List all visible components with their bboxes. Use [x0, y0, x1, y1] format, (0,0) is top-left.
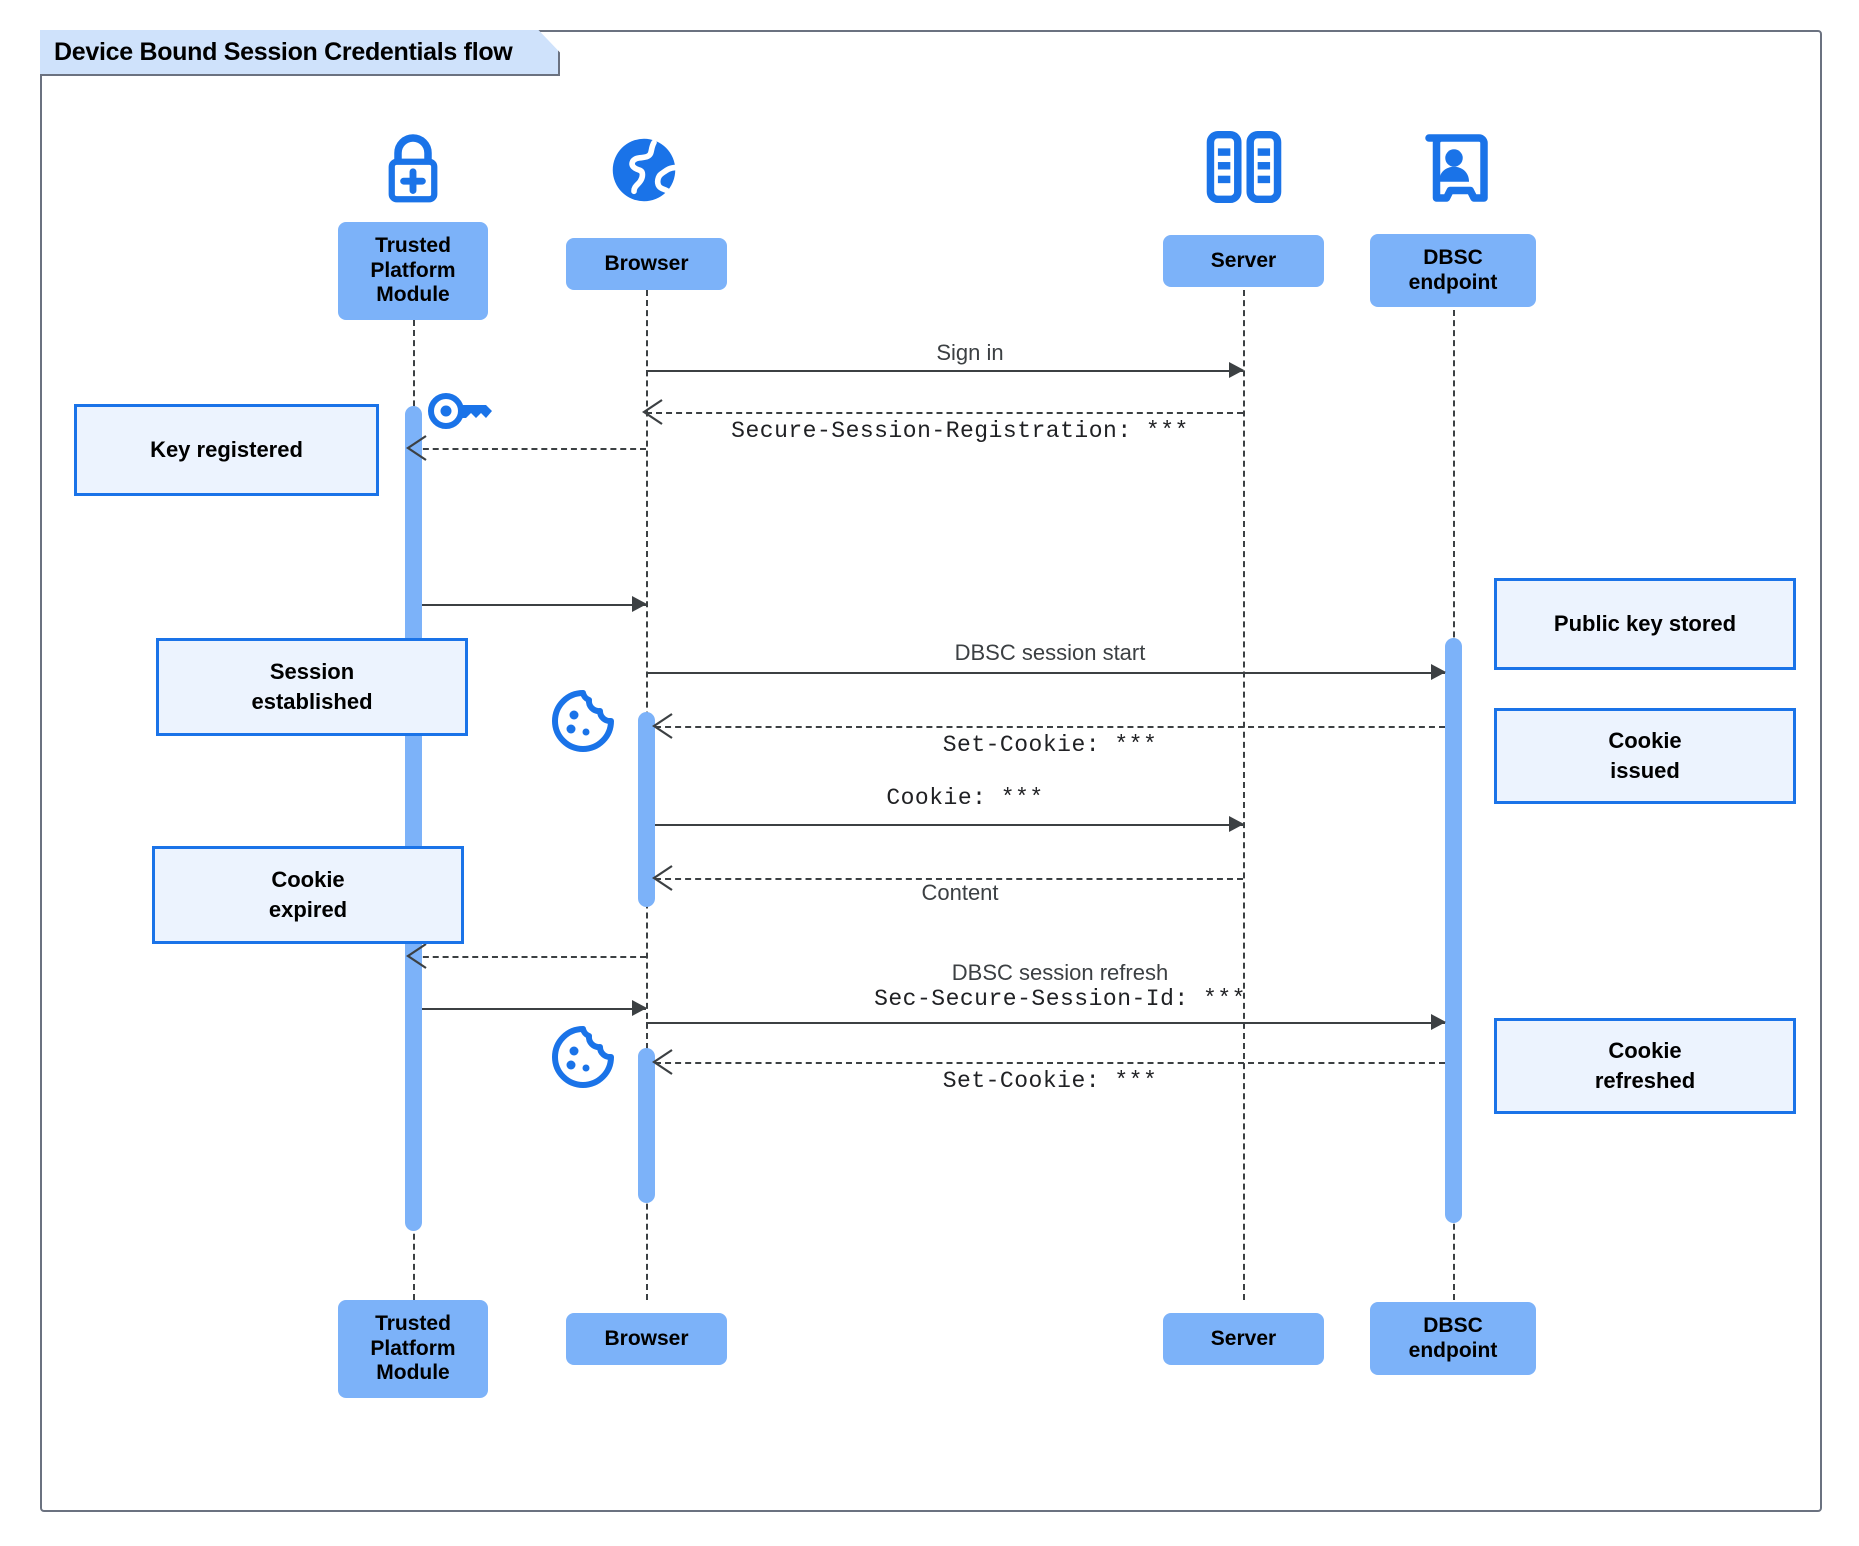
message-label-content: Content	[680, 880, 1240, 906]
participant-label: Browser	[604, 1326, 689, 1350]
participant-dbsc-top[interactable]: DBSC endpoint	[1370, 234, 1536, 307]
diagram-title-tab: Device Bound Session Credentials flow	[40, 30, 560, 76]
message-text: DBSC session start	[954, 640, 1146, 665]
participant-label-line3: Module	[376, 1361, 450, 1385]
arrowhead-key-to-browser	[632, 596, 647, 612]
note-cookie-issued: Cookie issued	[1494, 708, 1796, 804]
participant-label-line2: endpoint	[1408, 1338, 1498, 1362]
message-label-cookie-request: Cookie: ***	[680, 785, 1250, 811]
message-text: Content	[921, 880, 999, 905]
note-text-line1: Cookie	[1608, 1038, 1682, 1064]
message-line-tpm-to-browser-refresh	[421, 1008, 646, 1010]
message-line-set-cookie-1	[655, 726, 1445, 728]
message-label-set-cookie-2: Set-Cookie: ***	[680, 1068, 1420, 1094]
note-text: Public key stored	[1553, 611, 1737, 637]
activation-bar-tpm	[405, 406, 422, 1231]
arrowhead-content	[650, 864, 680, 894]
page-title: Device Bound Session Credentials flow	[54, 37, 513, 66]
message-line-dbsc-session-refresh	[646, 1022, 1445, 1024]
message-label-set-cookie-1: Set-Cookie: ***	[680, 732, 1420, 758]
note-text-line1: Session	[269, 659, 355, 685]
message-text: DBSC session refresh	[951, 960, 1169, 985]
arrowhead-tpm-to-browser-refresh	[632, 1000, 647, 1016]
message-line-dbsc-session-start	[646, 672, 1445, 674]
message-line-key-to-browser	[421, 604, 646, 606]
note-public-key-stored: Public key stored	[1494, 578, 1796, 670]
message-line-content	[655, 878, 1243, 880]
message-line-register-key	[413, 448, 646, 450]
cookie-icon	[550, 1024, 616, 1095]
participant-tpm-top[interactable]: Trusted Platform Module	[338, 222, 488, 320]
message-text: Secure-Session-Registration: ***	[731, 418, 1189, 444]
message-line-cookie-request	[655, 824, 1243, 826]
participant-dbsc-bottom[interactable]: DBSC endpoint	[1370, 1302, 1536, 1375]
activation-bar-browser-2	[638, 1048, 655, 1203]
arrowhead-browser-to-tpm	[404, 942, 434, 972]
activation-bar-browser-1	[638, 712, 655, 907]
arrowhead-secure-session-registration	[640, 398, 670, 428]
key-icon	[424, 382, 496, 445]
server-racks-icon	[1203, 128, 1285, 211]
message-text: Set-Cookie: ***	[942, 732, 1158, 758]
participant-label-line2: endpoint	[1408, 270, 1498, 294]
participant-label-line1: Trusted	[375, 233, 451, 257]
note-text-line2: refreshed	[1594, 1068, 1696, 1093]
participant-label-line2: Platform	[370, 258, 456, 282]
message-text: Sign in	[936, 340, 1004, 365]
participant-label-line2: Platform	[370, 1336, 456, 1360]
cookie-icon	[550, 688, 616, 759]
message-label-dbsc-session-refresh: DBSC session refresh Sec-Secure-Session-…	[700, 960, 1420, 1012]
message-line-browser-to-tpm	[413, 956, 646, 958]
id-badge-icon	[1420, 128, 1488, 213]
arrowhead-cookie-request	[1229, 816, 1244, 832]
note-text-line1: Cookie	[271, 867, 345, 893]
participant-label: Server	[1210, 248, 1277, 272]
message-line-set-cookie-2	[655, 1062, 1445, 1064]
arrowhead-sign-in	[1229, 362, 1244, 378]
note-text: Key registered	[150, 437, 303, 463]
participant-label: Server	[1210, 1326, 1277, 1350]
note-text-line2: issued	[1610, 758, 1680, 783]
message-text: Set-Cookie: ***	[942, 1068, 1158, 1094]
arrowhead-register-key	[404, 434, 434, 464]
message-line-secure-session-registration	[646, 412, 1243, 414]
participant-label: Browser	[604, 251, 689, 275]
participant-label-line1: DBSC	[1423, 1313, 1483, 1337]
participant-server-top[interactable]: Server	[1163, 235, 1324, 287]
note-text-line2: expired	[268, 897, 348, 922]
arrowhead-dbsc-session-refresh	[1431, 1014, 1446, 1030]
lifeline-server	[1243, 280, 1245, 1300]
message-text-detail: Sec-Secure-Session-Id: ***	[874, 986, 1246, 1012]
lock-plus-icon	[373, 128, 453, 213]
message-text: Cookie: ***	[886, 785, 1044, 811]
message-label-sign-in: Sign in	[695, 340, 1245, 366]
note-text-line1: Cookie	[1608, 728, 1682, 754]
message-label-secure-session-registration: Secure-Session-Registration: ***	[660, 418, 1260, 444]
arrowhead-dbsc-session-start	[1431, 664, 1446, 680]
activation-bar-dbsc	[1445, 638, 1462, 1223]
note-cookie-expired: Cookie expired	[152, 846, 464, 944]
participant-browser-top[interactable]: Browser	[566, 238, 727, 290]
participant-label-line1: DBSC	[1423, 245, 1483, 269]
globe-icon	[604, 130, 684, 215]
participant-tpm-bottom[interactable]: Trusted Platform Module	[338, 1300, 488, 1398]
note-text-line2: established	[251, 689, 373, 714]
participant-browser-bottom[interactable]: Browser	[566, 1313, 727, 1365]
arrowhead-set-cookie-1	[650, 712, 680, 742]
participant-label-line1: Trusted	[375, 1311, 451, 1335]
participant-label-line3: Module	[376, 283, 450, 307]
message-label-dbsc-session-start: DBSC session start	[700, 640, 1400, 666]
note-cookie-refreshed: Cookie refreshed	[1494, 1018, 1796, 1114]
participant-server-bottom[interactable]: Server	[1163, 1313, 1324, 1365]
note-key-registered: Key registered	[74, 404, 379, 496]
message-line-sign-in	[646, 370, 1243, 372]
arrowhead-set-cookie-2	[650, 1048, 680, 1078]
note-session-established: Session established	[156, 638, 468, 736]
